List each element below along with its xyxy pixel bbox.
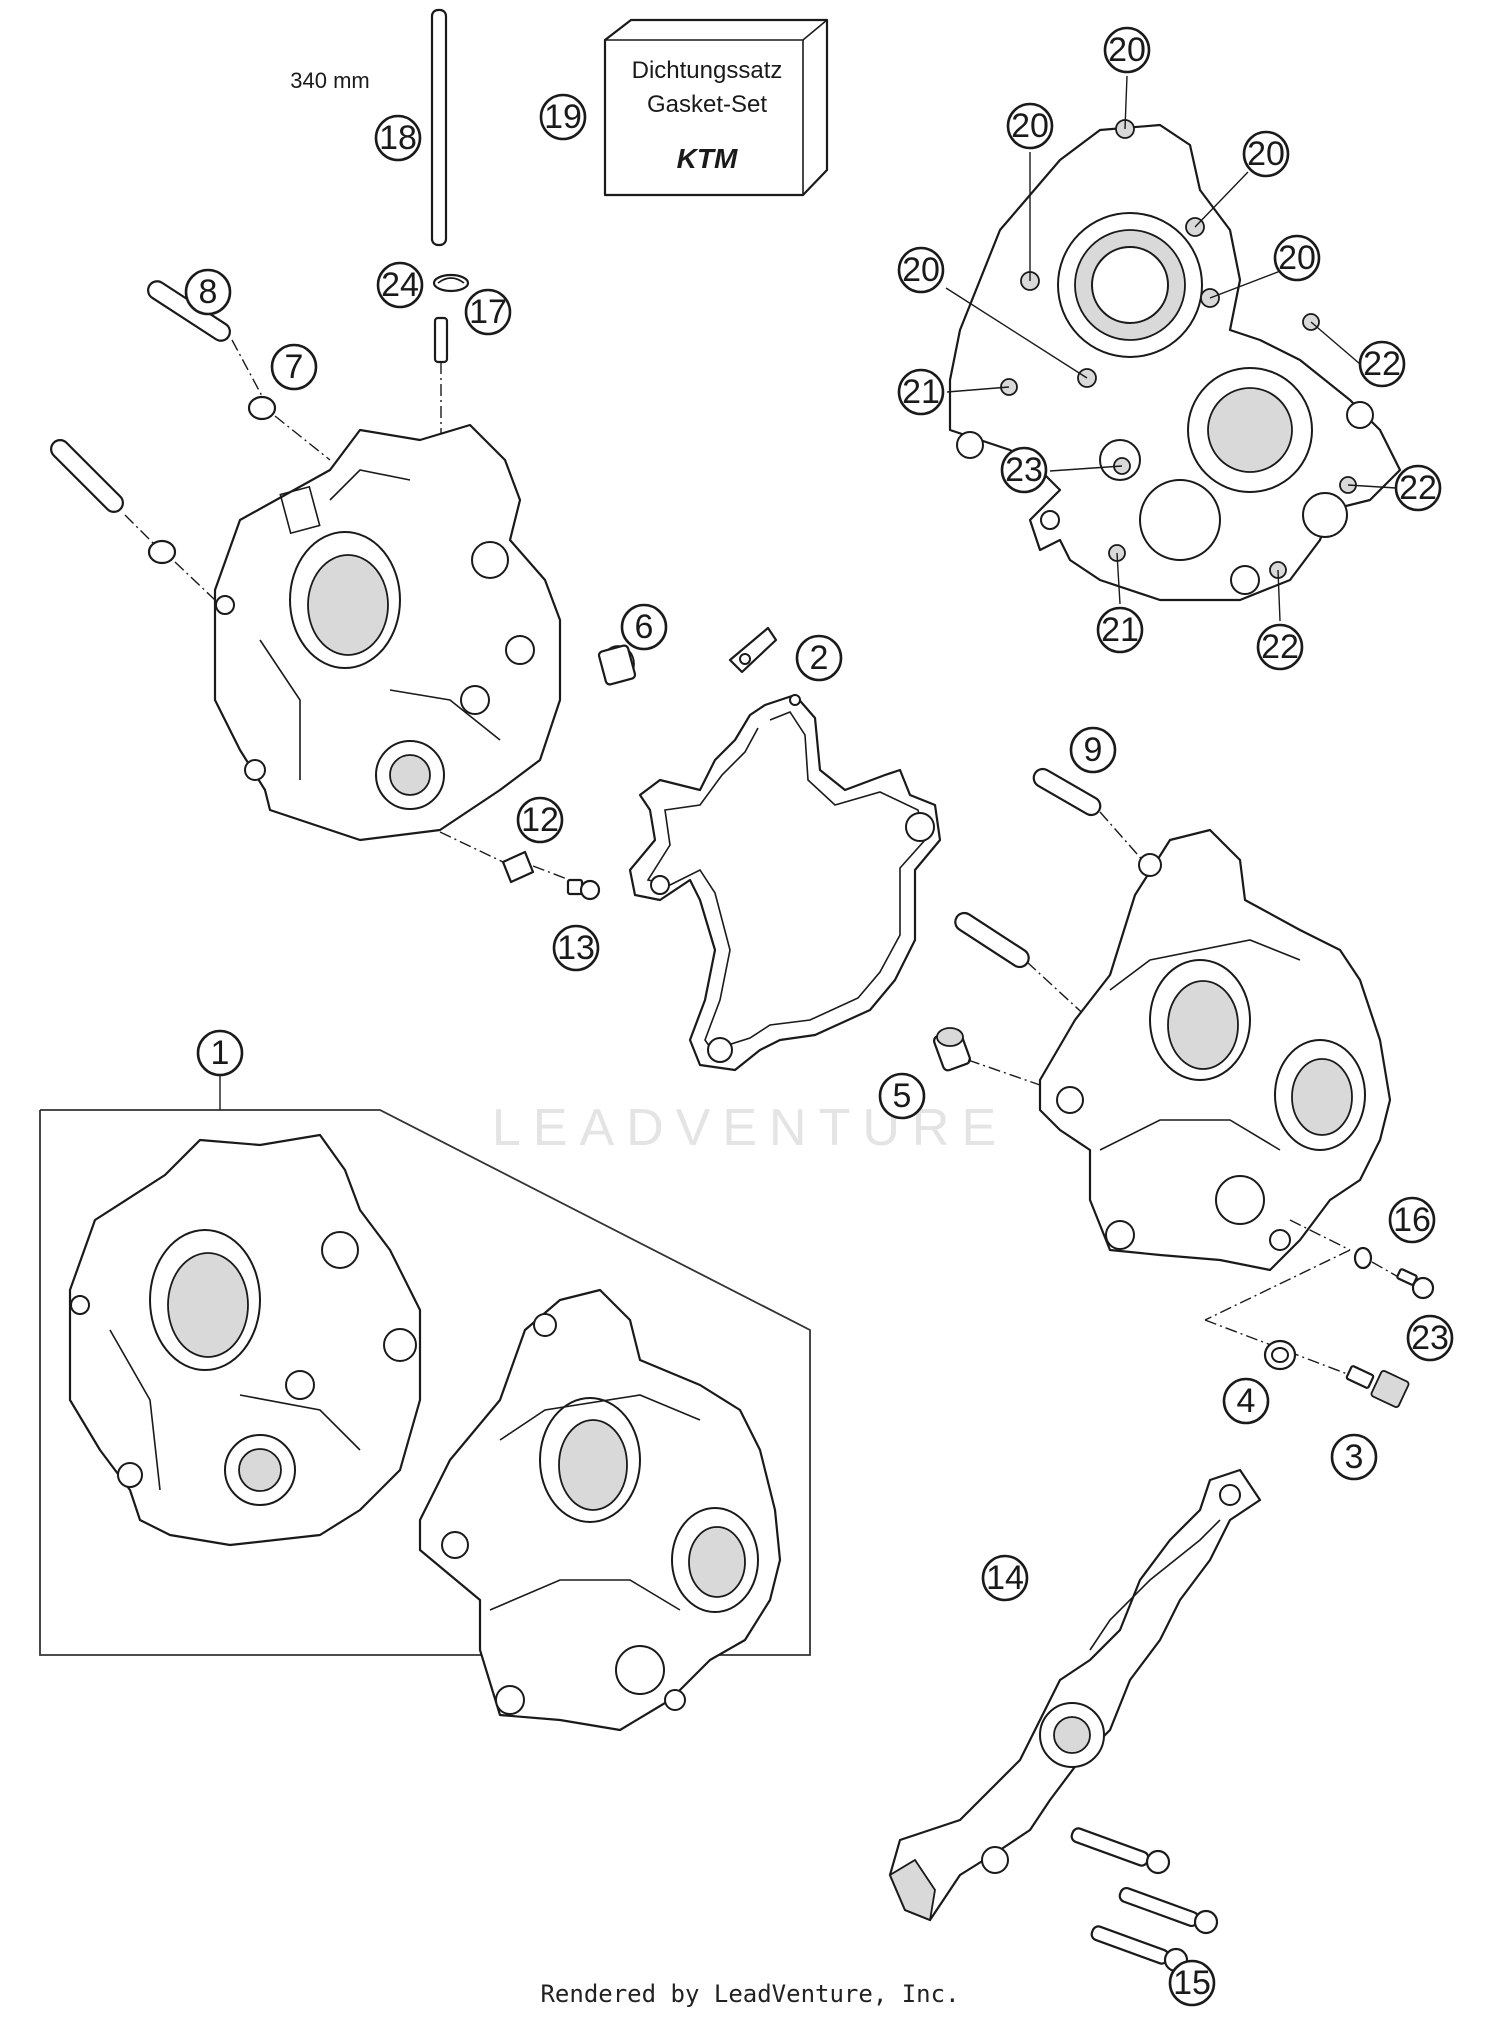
svg-text:5: 5	[893, 1077, 912, 1115]
watermark: LEADVENTURE	[492, 1099, 1008, 1157]
svg-text:23: 23	[1411, 1319, 1449, 1357]
svg-text:12: 12	[521, 801, 559, 839]
plate-part-2	[728, 626, 778, 674]
svg-text:24: 24	[381, 266, 419, 304]
callout-1: 1	[196, 1029, 244, 1077]
callout-19: 19	[539, 93, 587, 141]
callout-23: 23	[1406, 1314, 1454, 1362]
svg-text:17: 17	[469, 293, 507, 331]
callout-2: 2	[795, 634, 843, 682]
callout-8: 8	[184, 268, 232, 316]
callout-21: 21	[1096, 606, 1144, 654]
dowel-pin-part-8	[147, 280, 331, 461]
svg-text:6: 6	[635, 608, 654, 646]
callout-6: 6	[620, 603, 668, 651]
callout-22: 22	[1358, 340, 1406, 388]
callout-17: 17	[464, 288, 512, 336]
callout-21: 21	[897, 368, 945, 416]
crankcase-assembly-frame	[39, 1075, 811, 1656]
svg-text:7: 7	[285, 348, 304, 386]
callout-3: 3	[1330, 1433, 1378, 1481]
callout-4: 4	[1222, 1377, 1270, 1425]
crankcase-assembly-right-half	[418, 1288, 782, 1732]
washer-part-16	[1353, 1246, 1373, 1270]
svg-text:16: 16	[1393, 1201, 1431, 1239]
callout-22: 22	[1394, 464, 1442, 512]
callout-20: 20	[1273, 234, 1321, 282]
crankcase-left-upper	[213, 423, 562, 842]
callout-12: 12	[516, 796, 564, 844]
nipple-part-17	[433, 316, 449, 450]
seal-ring-part-4	[1263, 1339, 1297, 1371]
svg-text:2: 2	[810, 639, 829, 677]
callout-16: 16	[1388, 1196, 1436, 1244]
gasket-box-line2: Gasket-Set	[647, 91, 767, 118]
svg-text:20: 20	[1011, 107, 1049, 145]
callout-14: 14	[981, 1554, 1029, 1602]
gasket-set-box: Dichtungssatz Gasket-Set KTM	[603, 18, 829, 197]
svg-text:15: 15	[1173, 1964, 1211, 2002]
svg-text:20: 20	[1278, 239, 1316, 277]
svg-text:20: 20	[1108, 31, 1146, 69]
rod-part-18: 340 mm	[290, 8, 448, 247]
footer-credit: Rendered by LeadVenture, Inc.	[540, 1980, 960, 2008]
callout-5: 5	[878, 1072, 926, 1120]
callout-13: 13	[552, 924, 600, 972]
svg-text:LEADVENTURE: LEADVENTURE	[492, 1099, 1008, 1157]
svg-text:13: 13	[557, 929, 595, 967]
ktm-logo: KTM	[677, 143, 738, 174]
callout-23: 23	[1000, 446, 1048, 494]
callout-20: 20	[1242, 130, 1290, 178]
callout-18: 18	[374, 114, 422, 162]
callout-24: 24	[376, 261, 424, 309]
crankcase-right-middle	[1038, 828, 1392, 1272]
svg-text:20: 20	[1247, 135, 1285, 173]
callout-20: 20	[1103, 26, 1151, 74]
svg-text:22: 22	[1261, 628, 1299, 666]
callout-20: 20	[897, 246, 945, 294]
svg-text:21: 21	[902, 373, 940, 411]
screw-assembly-right	[1204, 1219, 1435, 1408]
svg-text:19: 19	[544, 98, 582, 136]
gasket-box-line1: Dichtungssatz	[632, 57, 783, 84]
svg-text:8: 8	[199, 273, 218, 311]
drain-plug-part-3	[1345, 1365, 1410, 1408]
svg-text:1: 1	[211, 1034, 230, 1072]
bolt-leaders	[945, 75, 1397, 622]
svg-text:20: 20	[902, 251, 940, 289]
gasket-part-2	[628, 693, 942, 1072]
dowel-pin-left	[50, 439, 216, 601]
callout-15: 15	[1168, 1959, 1216, 2007]
callout-7: 7	[270, 343, 318, 391]
svg-text:23: 23	[1005, 451, 1043, 489]
bushing-part-5	[932, 1027, 1041, 1086]
crankcase-right-upper	[945, 75, 1402, 622]
svg-text:22: 22	[1363, 345, 1401, 383]
crankcase-assembly-left-half	[68, 1133, 422, 1547]
svg-text:9: 9	[1084, 731, 1103, 769]
plug-part-12	[501, 850, 576, 884]
bushing-part-6	[597, 644, 637, 686]
clip-part-24	[432, 273, 470, 293]
svg-text:14: 14	[986, 1559, 1024, 1597]
svg-text:22: 22	[1399, 469, 1437, 507]
length-label: 340 mm	[290, 68, 369, 93]
sprocket-cover-part-14	[888, 1468, 1262, 1922]
dowel-pin-part-9	[954, 767, 1161, 1021]
callout-9: 9	[1069, 726, 1117, 774]
screw-part-23	[1396, 1268, 1435, 1300]
svg-text:21: 21	[1101, 611, 1139, 649]
callout-22: 22	[1256, 623, 1304, 671]
screws-part-15	[1070, 1827, 1219, 1973]
svg-text:3: 3	[1345, 1438, 1364, 1476]
svg-text:4: 4	[1237, 1382, 1256, 1420]
svg-text:18: 18	[379, 119, 417, 157]
callout-20: 20	[1006, 102, 1054, 150]
screw-part-13	[439, 831, 601, 901]
